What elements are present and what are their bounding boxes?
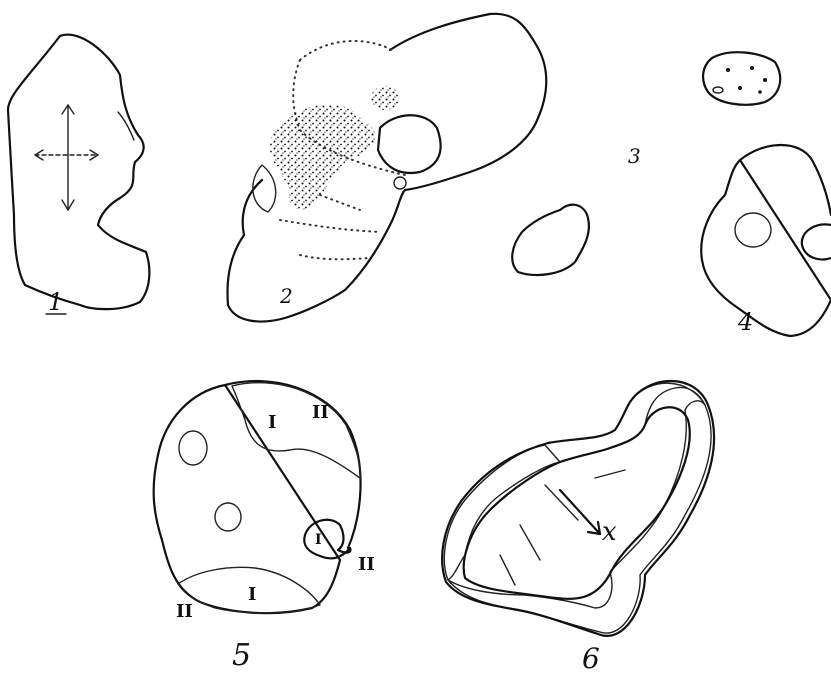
figure-3-amoeba: 3 — [512, 144, 641, 275]
figure-5-nucleus-top — [179, 431, 207, 465]
figure-4-nucleus — [735, 213, 771, 247]
figure-4-small-cell — [703, 52, 780, 105]
figure-6-inner-outline — [464, 407, 690, 599]
figure-3-outline — [512, 205, 589, 275]
figure-5-mark-inner-top: I — [268, 412, 276, 433]
figure-5-nucleus-center — [215, 503, 241, 531]
figure-6-arrow — [560, 490, 600, 534]
figure-2-stippled-region — [270, 105, 375, 210]
figure-4-label: 4 — [737, 308, 753, 336]
figure-5-outer-circle — [154, 381, 361, 613]
figure-5-mark-inner-right: I — [315, 532, 322, 548]
figure-5-region-top — [232, 383, 360, 478]
figure-2-nucleus — [371, 86, 399, 110]
figure-4-outline — [701, 145, 831, 336]
figure-5-mark-inner-bottom: I — [248, 584, 256, 605]
figure-5-amoeba: II I II I II I 5 — [154, 381, 375, 673]
figure-5-mark-outer-bottom: II — [176, 601, 193, 622]
figure-2-amoeba: 2 — [228, 14, 547, 322]
figure-5-mark-outer-top: II — [312, 402, 329, 423]
figure-5-label: 5 — [232, 638, 251, 673]
figure-2-label: 2 — [279, 284, 293, 308]
figure-6-mark-x: x — [602, 517, 617, 547]
figure-4-amoeba: 4 — [701, 52, 831, 336]
figure-1-label: 1 — [48, 288, 63, 316]
figure-2-right-outline — [390, 14, 546, 190]
figure-1-amoeba: 1 — [8, 35, 149, 316]
figure-6-label: 6 — [582, 642, 600, 675]
figure-5-mark-outer-right: II — [358, 554, 375, 575]
figure-1-outline — [8, 35, 149, 310]
figure-2-lobe — [378, 115, 441, 173]
figure-6-amoeba: x 6 — [442, 381, 714, 675]
figure-3-label: 3 — [628, 144, 641, 168]
